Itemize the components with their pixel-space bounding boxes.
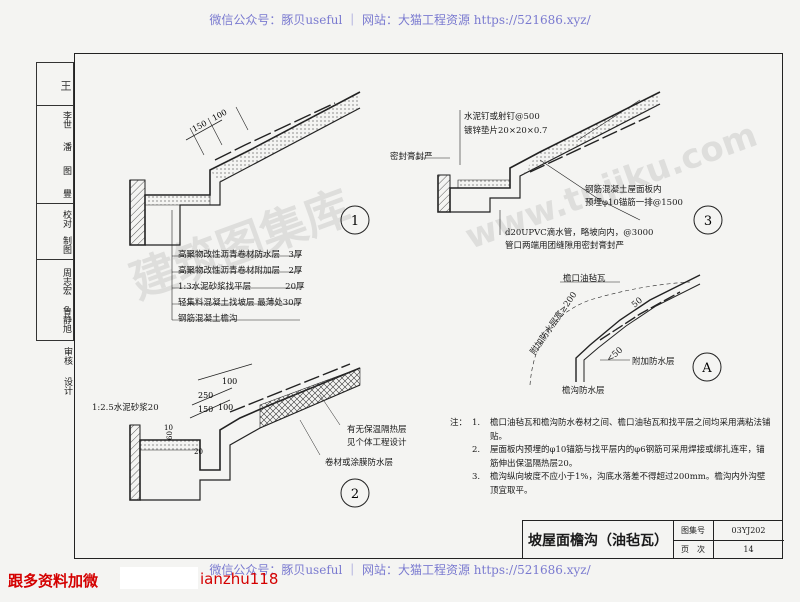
atlas-label: 图集号 <box>673 521 714 541</box>
note-number: 1. <box>472 418 481 428</box>
note-item: 注： 1. 檐口油毡瓦和檐沟防水卷材之间、檐口油毡瓦和找平层之间均采用满粘法铺贴… <box>450 417 772 444</box>
contact-id: ianzhu118 <box>200 570 279 588</box>
dim-label: 10 <box>164 424 173 432</box>
dim-label: 60 <box>166 431 174 440</box>
drawing-title: 坡屋面檐沟（油毡瓦） <box>523 521 674 559</box>
footer-watermark: 微信公众号：豚贝useful ｜ 网站：大猫工程资源 https://52168… <box>209 563 591 577</box>
sidebar-cell: 制图 <box>61 236 71 254</box>
sidebar-cell: 设计 <box>62 377 72 395</box>
sidebar-cell: 图 <box>61 165 71 175</box>
detail-3-number: 3 <box>704 214 712 229</box>
page-label: 页 次 <box>673 540 714 558</box>
notes-section: 注： 1. 檐口油毡瓦和檐沟防水卷材之间、檐口油毡瓦和找平层之间均采用满粘法铺贴… <box>450 417 772 498</box>
header-watermark: 微信公众号：豚贝useful ｜ 网站：大猫工程资源 https://52168… <box>209 13 591 27</box>
redaction-box <box>120 567 198 589</box>
detail-3-label: 镀锌垫片20×20×0.7 <box>464 126 548 136</box>
sidebar-bottom: 审核 设计 <box>36 341 74 401</box>
dim-label: 250 <box>198 391 213 400</box>
sidebar-cell: 豐 <box>61 188 71 198</box>
page-value: 14 <box>743 544 754 554</box>
note-number: 2. <box>472 445 481 455</box>
detail-1-layer: 高聚物改性沥青卷材防水层 3厚 <box>178 250 303 260</box>
note-text: 檐口油毡瓦和檐沟防水卷材之间、檐口油毡瓦和找平层之间均采用满粘法铺贴。 <box>490 418 771 442</box>
detail-1-layer: 钢筋混凝土檐沟 <box>178 314 238 324</box>
dim-label: 150 <box>191 119 209 134</box>
detail-1-layer: 1:3水泥砂浆找平层 20厚 <box>178 282 305 292</box>
drawing-frame <box>74 53 783 559</box>
detail-a-label: 檐口油毡瓦 <box>563 274 606 284</box>
detail-a-drawing: A <box>529 274 722 386</box>
detail-3-label: 密封膏封严 <box>390 152 433 162</box>
detail-3-label: 管口两端用团缝隙用密封膏封严 <box>505 241 625 251</box>
contact-label: 跟多资料加微 <box>8 572 99 590</box>
detail-1-layer: 高聚物改性沥青卷材附加层 2厚 <box>178 266 303 276</box>
detail-2-label: 有无保温隔热层 <box>347 425 407 435</box>
sidebar-cell: 李世 <box>61 111 71 129</box>
note-item: 3. 檐沟纵向坡度不应小于1%，沟底水落差不得超过200mm。檐沟内外沟壁顶宜取… <box>450 471 772 498</box>
detail-3-label: 钢筋混凝土屋面板内 <box>585 185 662 195</box>
sidebar-cell: 周志宏 <box>61 267 71 295</box>
detail-a-label: 附加防水层 <box>632 357 675 367</box>
signature-mark: 王 <box>59 79 72 91</box>
detail-a-label: 檐沟防水层 <box>562 386 605 396</box>
detail-3-label: 预埋φ10锚筋一排@1500 <box>585 198 683 208</box>
note-item: 2. 屋面板内预埋的φ10锚筋与找平层内的φ6钢筋可采用焊接或绑扎连牢，锚筋伸出… <box>450 444 772 471</box>
dim-label: 100 <box>211 108 229 123</box>
note-text: 檐沟纵向坡度不应小于1%，沟底水落差不得超过200mm。檐沟内外沟壁顶宜取平。 <box>490 472 766 496</box>
notes-prefix: 注： <box>450 418 468 428</box>
signature-sidebar: 王 李世 潘 图 豐 校对 制图 周志宏 鲁静旭 <box>36 62 74 341</box>
detail-3-label: d20UPVC滴水管，略坡向内，@3000 <box>505 228 654 238</box>
detail-3-label: 水泥钉或射钉@500 <box>464 112 540 122</box>
detail-1-drawing: 150 100 1 <box>129 91 370 321</box>
dim-label: 100 <box>222 377 237 386</box>
dim-label: 150 <box>198 405 213 414</box>
detail-2-label: 见个体工程设计 <box>347 438 407 448</box>
detail-2-number: 2 <box>351 487 359 502</box>
sidebar-cell: 潘 <box>61 141 71 151</box>
note-text: 屋面板内预埋的φ10锚筋与找平层内的φ6钢筋可采用焊接或绑扎连牢，锚筋伸出保温隔… <box>490 445 765 469</box>
detail-2-label: 1:2.5水泥砂浆20 <box>92 403 159 413</box>
detail-1-layer: 轻集料混凝土找坡层 最薄处30厚 <box>178 298 303 308</box>
detail-2-label: 卷材或涂膜防水层 <box>325 458 394 468</box>
dim-label: 100 <box>218 403 233 412</box>
detail-a-letter: A <box>701 361 712 376</box>
sidebar-cell: 校对 <box>61 210 71 228</box>
sidebar-cell: 鲁静旭 <box>61 305 71 333</box>
dim-label: 20 <box>194 448 203 456</box>
note-number: 3. <box>472 472 481 482</box>
detail-3-drawing: 3 <box>415 91 723 235</box>
title-block: 坡屋面檐沟（油毡瓦） 图集号 03YJ202 页 次 14 <box>522 520 784 559</box>
sidebar-cell: 审核 <box>62 347 72 365</box>
atlas-value: 03YJ202 <box>713 521 784 541</box>
detail-1-number: 1 <box>351 214 359 229</box>
detail-2-drawing: 250 100 150 100 60 20 10 2 <box>129 363 370 508</box>
